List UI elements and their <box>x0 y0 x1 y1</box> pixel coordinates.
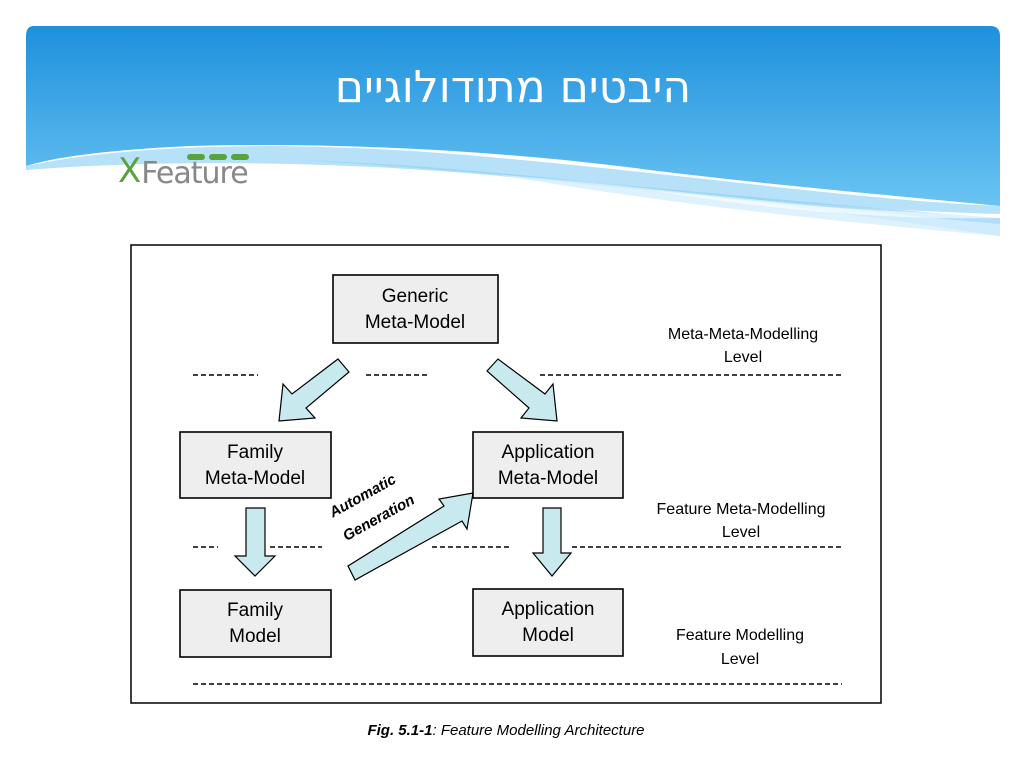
logo-word: Feature <box>141 150 250 191</box>
arrow-generic-to-family <box>278 358 350 422</box>
application-meta-model-line2: Meta-Model <box>498 468 598 489</box>
generic-meta-model-line2: Meta-Model <box>365 312 465 333</box>
application-model-line2: Model <box>522 625 574 646</box>
application-meta-model-line1: Application <box>502 442 595 463</box>
generic-meta-model-box <box>332 274 499 344</box>
feature-level-line2: Level <box>721 651 759 668</box>
family-model-box <box>179 589 332 658</box>
architecture-diagram: Generic Meta-Model Family Meta-Model App… <box>130 244 882 704</box>
application-meta-model-box <box>472 431 624 499</box>
arrow-automatic-generation <box>347 492 474 581</box>
caption-text: : Feature Modelling Architecture <box>432 722 645 739</box>
logo-word-text: Feature <box>141 156 248 191</box>
family-meta-model-line1: Family <box>227 442 283 463</box>
application-model-line1: Application <box>502 599 595 620</box>
arrow-family-meta-to-family-model <box>233 507 277 577</box>
xfeature-logo: X Feature <box>118 146 250 191</box>
family-model-line2: Model <box>229 626 281 647</box>
arrow-generic-to-application <box>486 358 558 422</box>
logo-x-letter: X <box>118 151 142 191</box>
caption-number: Fig. 5.1-1 <box>367 722 433 739</box>
feature-meta-level-line2: Level <box>722 524 760 541</box>
meta-meta-level-line2: Level <box>724 349 762 366</box>
family-meta-model-box <box>179 431 332 499</box>
generic-meta-model-line1: Generic <box>382 286 449 307</box>
meta-meta-level-line1: Meta-Meta-Modelling <box>668 326 818 343</box>
family-meta-model-line2: Meta-Model <box>205 468 305 489</box>
family-model-line1: Family <box>227 600 283 621</box>
arrow-application-meta-to-application-model <box>531 507 573 577</box>
logo-rings-icon <box>187 154 250 160</box>
level-separators <box>193 374 842 685</box>
feature-level-line1: Feature Modelling <box>676 627 804 644</box>
header-banner <box>26 26 1000 236</box>
figure-caption: Fig. 5.1-1: Feature Modelling Architectu… <box>130 722 882 739</box>
feature-meta-level-line1: Feature Meta-Modelling <box>657 501 826 518</box>
slide-title: היבטים מתודולוגיים <box>334 62 692 113</box>
application-model-box <box>472 588 624 657</box>
